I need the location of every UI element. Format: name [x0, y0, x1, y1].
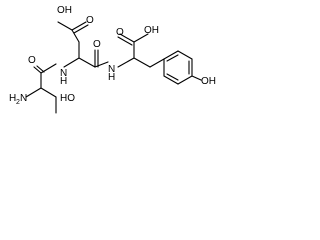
label-h2n-n: N — [20, 93, 27, 104]
ring-inner-1 — [166, 54, 179, 62]
bond-acid-o-1 — [119, 33, 135, 43]
ring-bond-4 — [177, 75, 193, 85]
bonds — [25, 21, 202, 114]
bond-calpha-carbonyl-asp — [78, 57, 96, 68]
bond-ring-oh — [191, 75, 202, 81]
label-h2n-h: H — [9, 93, 16, 104]
bond-cgamma-oh — [57, 21, 73, 31]
bond-calpha-cbeta-tyr — [133, 57, 151, 68]
structure-canvas: H 2 N HO O N H OH O O N H O OH OH — [0, 0, 232, 127]
bond-cgamma-o-2 — [73, 24, 89, 34]
label-amide-n2-h: H — [108, 72, 115, 83]
label-thr-co-o: O — [28, 55, 36, 66]
bond-carbonyl-n2 — [94, 61, 109, 68]
label-tyr-acid-oh: OH — [144, 25, 159, 36]
bond-calpha-cbeta-thr — [40, 87, 57, 98]
label-amide-n1-h: H — [60, 76, 67, 87]
bond-acid-o-2 — [117, 36, 133, 46]
ring-bond-5 — [163, 75, 179, 85]
bond-n2-calpha-tyr — [117, 57, 135, 68]
bond-thr-co-2 — [36, 65, 45, 73]
label-phenol-oh: OH — [201, 76, 216, 87]
label-asp-co-o: O — [93, 39, 101, 50]
ring-bond-2 — [177, 50, 193, 60]
bond-acid-oh — [133, 33, 149, 43]
label-tyr-acid-o: O — [116, 27, 124, 38]
ring-bond-1 — [163, 50, 179, 60]
label-amide-n2: N — [108, 64, 115, 75]
bond-n-calpha-thr — [25, 87, 42, 98]
bond-cbeta-ring — [149, 58, 165, 68]
bond-cbeta-cgamma-asp — [71, 29, 80, 43]
tripeptide-structure: H 2 N HO O N H OH O O N H O OH OH — [9, 5, 216, 114]
bond-cgamma-o-1 — [71, 21, 87, 31]
atom-labels: H 2 N HO O N H OH O O N H O OH OH — [9, 5, 216, 106]
stereo-bonds — [41, 58, 134, 97]
label-asp-acid-oh: OH — [57, 5, 72, 16]
bond-n1-calpha-asp — [63, 57, 80, 68]
label-h2n-sub: 2 — [16, 99, 20, 106]
label-amide-n1: N — [60, 68, 67, 79]
label-thr-oh: HO — [60, 93, 75, 104]
bond-thr-co-1 — [33, 66, 42, 74]
label-asp-acid-o: O — [86, 15, 94, 26]
ring-inner-3 — [166, 73, 179, 81]
